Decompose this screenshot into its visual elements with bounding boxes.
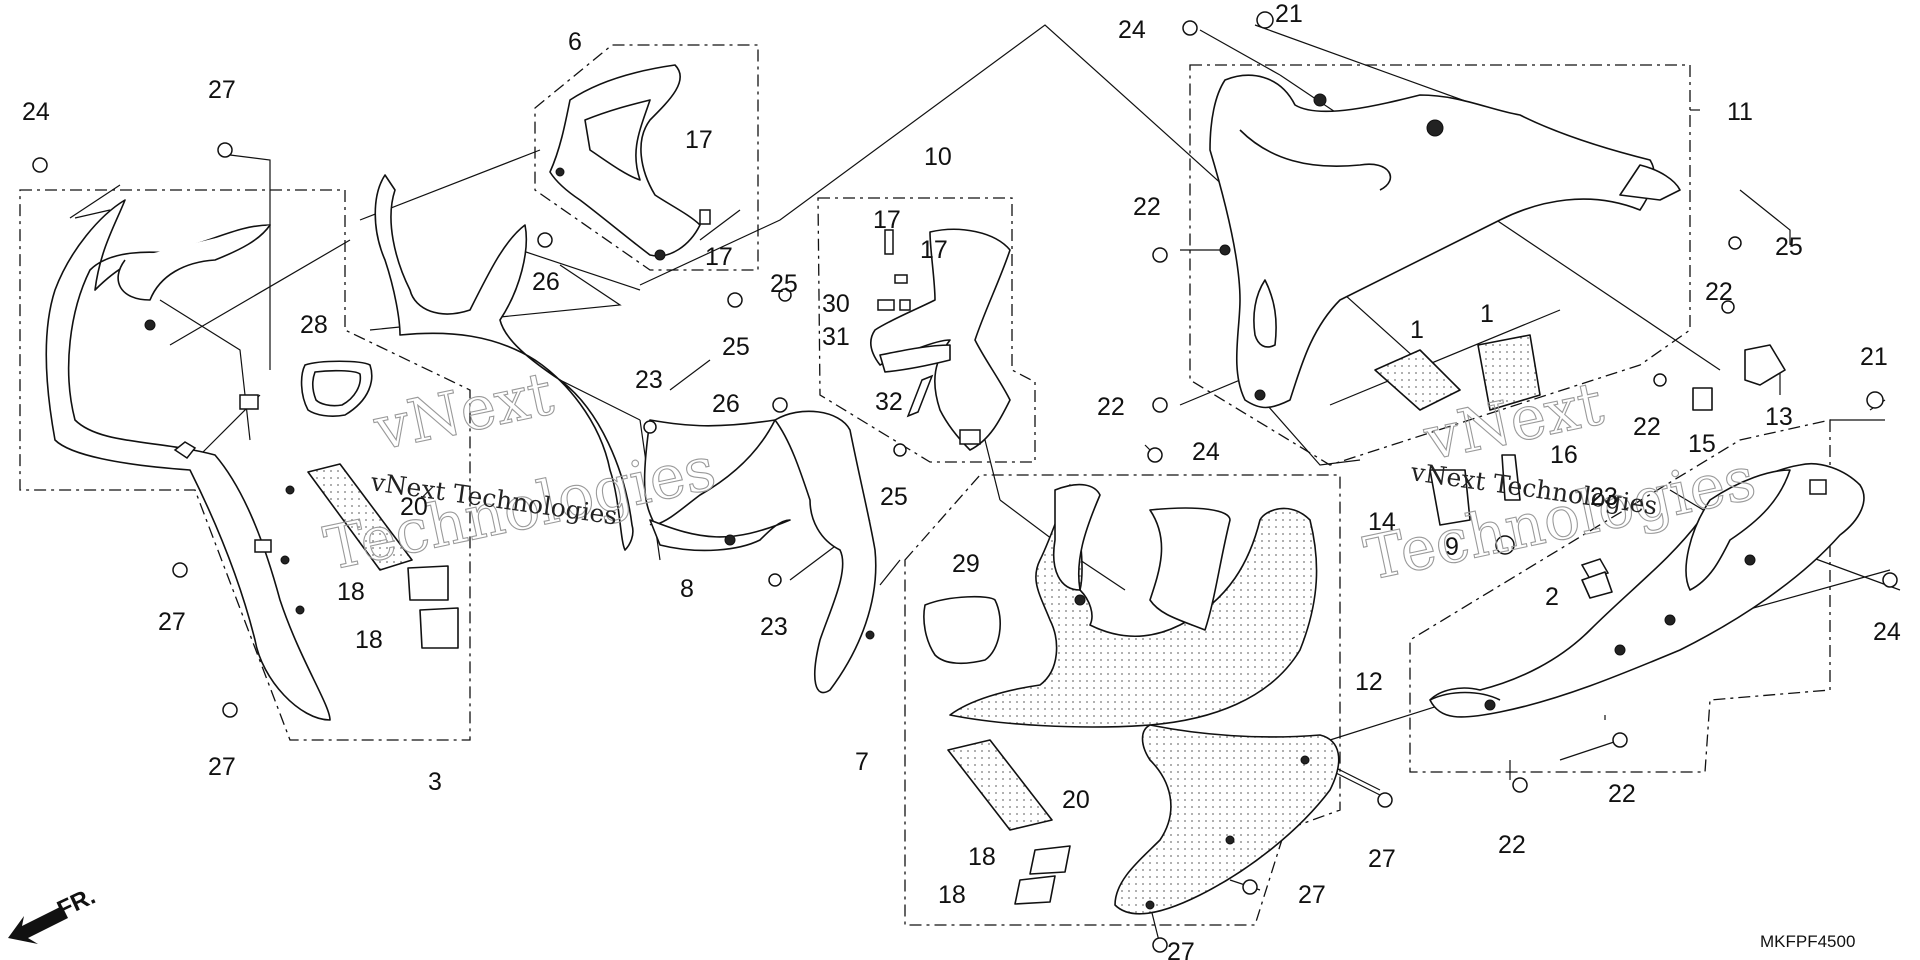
callout-32: 32 xyxy=(875,388,903,416)
callout-26b: 26 xyxy=(712,390,740,418)
callout-24c: 24 xyxy=(1192,438,1220,466)
part-6-bracket xyxy=(549,64,711,261)
callout-16: 16 xyxy=(1550,441,1578,469)
callout-21b: 21 xyxy=(1860,343,1888,371)
callout-27d: 27 xyxy=(1368,845,1396,873)
callout-20b: 20 xyxy=(1062,786,1090,814)
callout-23b: 23 xyxy=(760,613,788,641)
callout-27a: 27 xyxy=(208,76,236,104)
callout-8: 8 xyxy=(680,575,694,603)
box-part-10 xyxy=(817,197,1036,463)
part-12-lower-cowl-right xyxy=(1429,462,1865,718)
fasteners xyxy=(32,11,1898,953)
misc-hardware xyxy=(1429,344,1786,599)
callout-17d: 17 xyxy=(920,236,948,264)
callout-25a: 25 xyxy=(722,333,750,361)
callout-7: 7 xyxy=(855,748,869,776)
part-2-pad xyxy=(1581,571,1613,599)
callout-18a: 18 xyxy=(337,578,365,606)
callout-22e: 22 xyxy=(1608,780,1636,808)
callout-21a: 21 xyxy=(1275,0,1303,28)
callout-24a: 24 xyxy=(22,98,50,126)
callout-18b: 18 xyxy=(355,626,383,654)
callout-labels: 1 1 2 3 6 7 8 9 10 11 12 13 14 15 16 17 … xyxy=(22,0,1901,960)
part-14-bracket xyxy=(1429,469,1471,526)
callout-2: 2 xyxy=(1545,583,1559,611)
callout-27e: 27 xyxy=(1298,881,1326,909)
box-part-11 xyxy=(1189,64,1691,466)
callout-17c: 17 xyxy=(873,206,901,234)
parts-1-tapes xyxy=(1374,334,1541,411)
part-10-air-duct xyxy=(870,228,1011,451)
callout-12: 12 xyxy=(1355,668,1383,696)
callout-10: 10 xyxy=(924,143,952,171)
part-16-clip xyxy=(1501,454,1521,501)
callout-25b: 25 xyxy=(770,270,798,298)
callout-9: 9 xyxy=(1445,533,1459,561)
callout-17b: 17 xyxy=(705,243,733,271)
callout-18c: 18 xyxy=(968,843,996,871)
callout-22a: 22 xyxy=(1133,193,1161,221)
callout-6: 6 xyxy=(568,28,582,56)
part-11-inner-cowl-right xyxy=(1209,74,1681,409)
callout-29: 29 xyxy=(952,550,980,578)
callout-27b: 27 xyxy=(158,608,186,636)
callout-23c: 23 xyxy=(1590,483,1618,511)
callout-23a: 23 xyxy=(635,366,663,394)
front-arrow-icon xyxy=(8,906,68,944)
parts-tape-lower xyxy=(947,739,1071,905)
callout-27c: 27 xyxy=(208,753,236,781)
callout-11: 11 xyxy=(1727,98,1753,126)
part-7-lower-cowl xyxy=(949,483,1340,915)
box-part-6 xyxy=(534,44,759,271)
callout-17a: 17 xyxy=(685,126,713,154)
callout-28: 28 xyxy=(300,311,328,339)
diagram-code: MKFPF4500 xyxy=(1760,932,1855,951)
callout-27f: 27 xyxy=(1167,938,1195,960)
callout-22f: 22 xyxy=(1498,831,1526,859)
callout-20a: 20 xyxy=(400,493,428,521)
callout-26a: 26 xyxy=(532,268,560,296)
watermark-word-1: vNext xyxy=(368,359,559,465)
callout-25d: 25 xyxy=(1775,233,1803,261)
callout-24b: 24 xyxy=(1118,16,1146,44)
callout-1a: 1 xyxy=(1410,316,1424,344)
part-13-stay xyxy=(1744,344,1786,386)
front-direction-indicator: FR. xyxy=(8,883,100,944)
parts-tape-left xyxy=(307,463,459,649)
box-part-12 xyxy=(1409,419,1831,773)
callout-30: 30 xyxy=(822,290,850,318)
callout-1b: 1 xyxy=(1480,300,1494,328)
callout-15: 15 xyxy=(1688,430,1716,458)
part-28-small-panel xyxy=(300,360,373,417)
part-3-upper-cowl-left xyxy=(45,199,331,721)
callout-14: 14 xyxy=(1368,508,1396,536)
callout-22d: 22 xyxy=(1633,413,1661,441)
callout-3: 3 xyxy=(428,768,442,796)
box-part-3 xyxy=(19,189,471,741)
callout-18d: 18 xyxy=(938,881,966,909)
part-29-panel xyxy=(923,595,1001,665)
part-8-inner-panel xyxy=(374,174,877,694)
callout-22c: 22 xyxy=(1705,278,1733,306)
box-part-7 xyxy=(904,474,1341,926)
callout-31: 31 xyxy=(822,323,850,351)
part-9-grommet xyxy=(1495,535,1515,555)
assembly-outlines xyxy=(19,44,1831,926)
callout-22b: 22 xyxy=(1097,393,1125,421)
callout-24d: 24 xyxy=(1873,618,1901,646)
part-15-nut xyxy=(1692,387,1713,411)
callout-13: 13 xyxy=(1765,403,1793,431)
callout-25c: 25 xyxy=(880,483,908,511)
